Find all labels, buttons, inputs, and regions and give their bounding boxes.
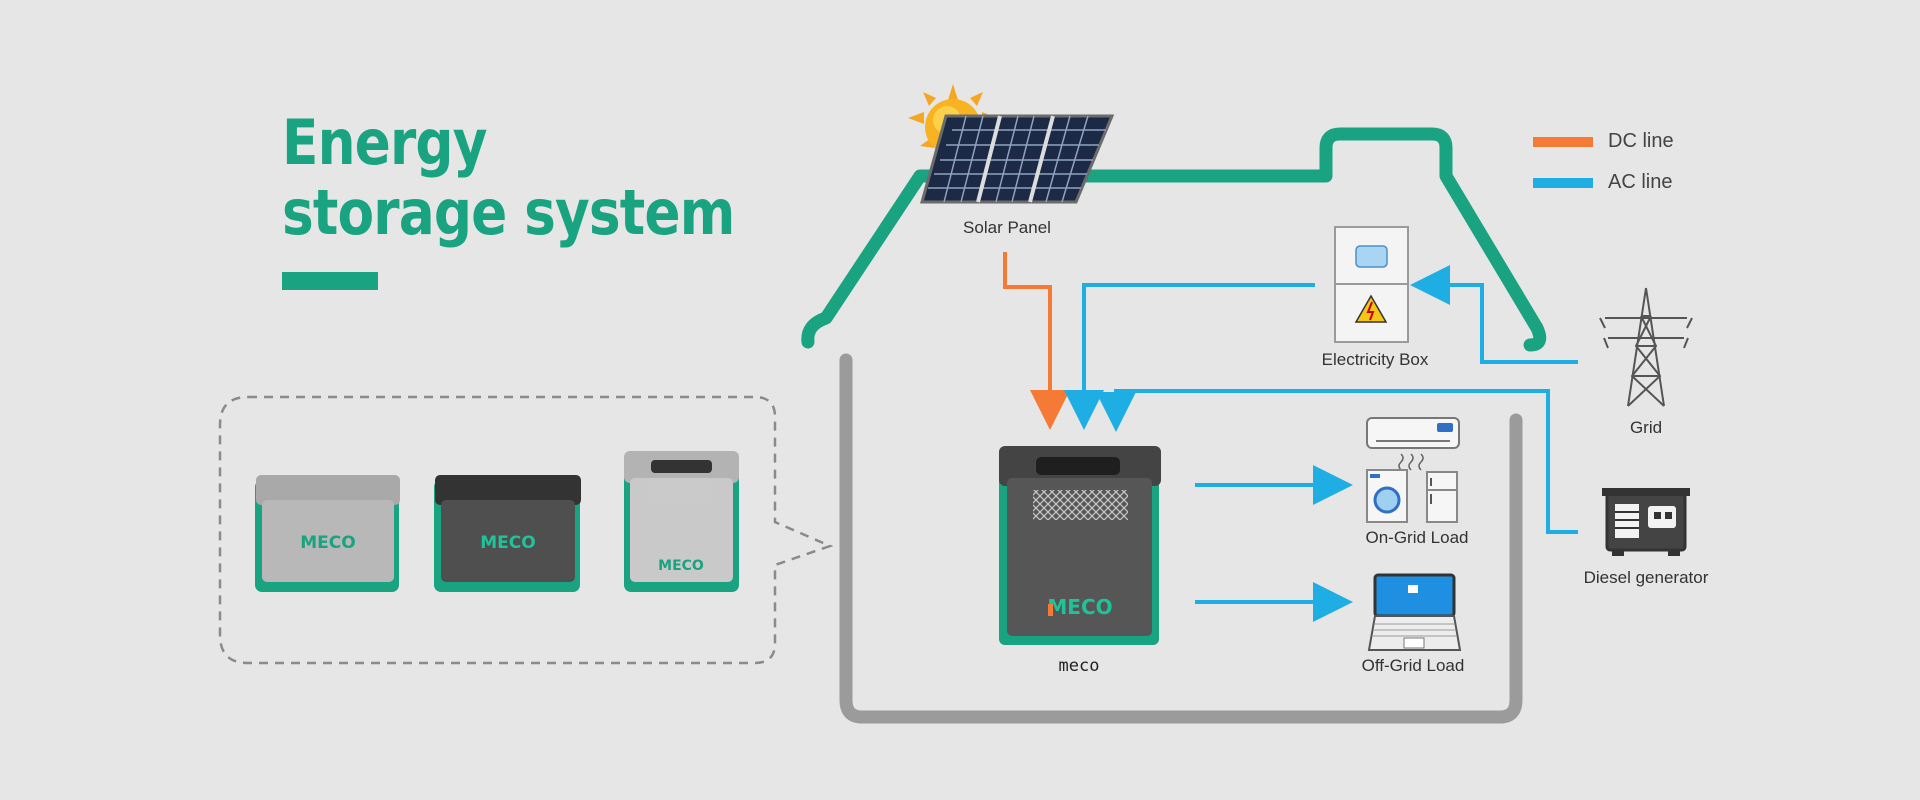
product-compact-logo: MECO bbox=[658, 558, 704, 574]
title-line-2: storage system bbox=[282, 176, 735, 249]
on-grid-load-icon bbox=[1366, 417, 1460, 523]
solar-panel-icon bbox=[920, 114, 1115, 204]
label-solar-panel: Solar Panel bbox=[963, 218, 1051, 237]
legend-label-dc: DC line bbox=[1608, 130, 1674, 152]
label-electricity-box: Electricity Box bbox=[1321, 350, 1429, 369]
page-title: Energy storage system bbox=[282, 106, 735, 249]
product-unit-dark: MECO bbox=[434, 475, 581, 592]
ac-line-generator-to-battery bbox=[1096, 389, 1578, 534]
label-diesel-generator: Diesel generator bbox=[1583, 568, 1709, 587]
meco-logo: MECO bbox=[1047, 595, 1112, 619]
label-off-grid-load: Off-Grid Load bbox=[1361, 656, 1465, 675]
legend-label-ac: AC line bbox=[1608, 171, 1673, 193]
product-light-logo: MECO bbox=[300, 533, 355, 553]
laptop-icon bbox=[1367, 573, 1462, 651]
label-grid: Grid bbox=[1629, 418, 1663, 437]
electricity-box-icon bbox=[1334, 226, 1409, 343]
product-dark-logo: MECO bbox=[480, 533, 535, 553]
diesel-generator-icon bbox=[1602, 488, 1690, 556]
label-on-grid-load: On-Grid Load bbox=[1365, 528, 1469, 547]
grid-tower-icon bbox=[1599, 287, 1693, 407]
legend-swatch-ac bbox=[1533, 178, 1593, 188]
house-walls bbox=[839, 353, 1523, 724]
product-callout-bubble bbox=[218, 395, 834, 665]
house-roof bbox=[801, 127, 1547, 352]
title-line-1: Energy bbox=[282, 106, 487, 179]
meco-battery-unit: MECO bbox=[999, 446, 1161, 645]
product-unit-light: MECO bbox=[255, 475, 400, 592]
ac-line-box-to-battery bbox=[1064, 283, 1315, 430]
ac-line-grid-to-box bbox=[1410, 265, 1578, 364]
label-battery: meco bbox=[1058, 656, 1100, 676]
title-underline bbox=[282, 272, 378, 290]
product-unit-compact: MECO bbox=[624, 451, 739, 592]
legend-swatch-dc bbox=[1533, 137, 1593, 147]
dc-line-solar-to-battery bbox=[1003, 252, 1070, 430]
